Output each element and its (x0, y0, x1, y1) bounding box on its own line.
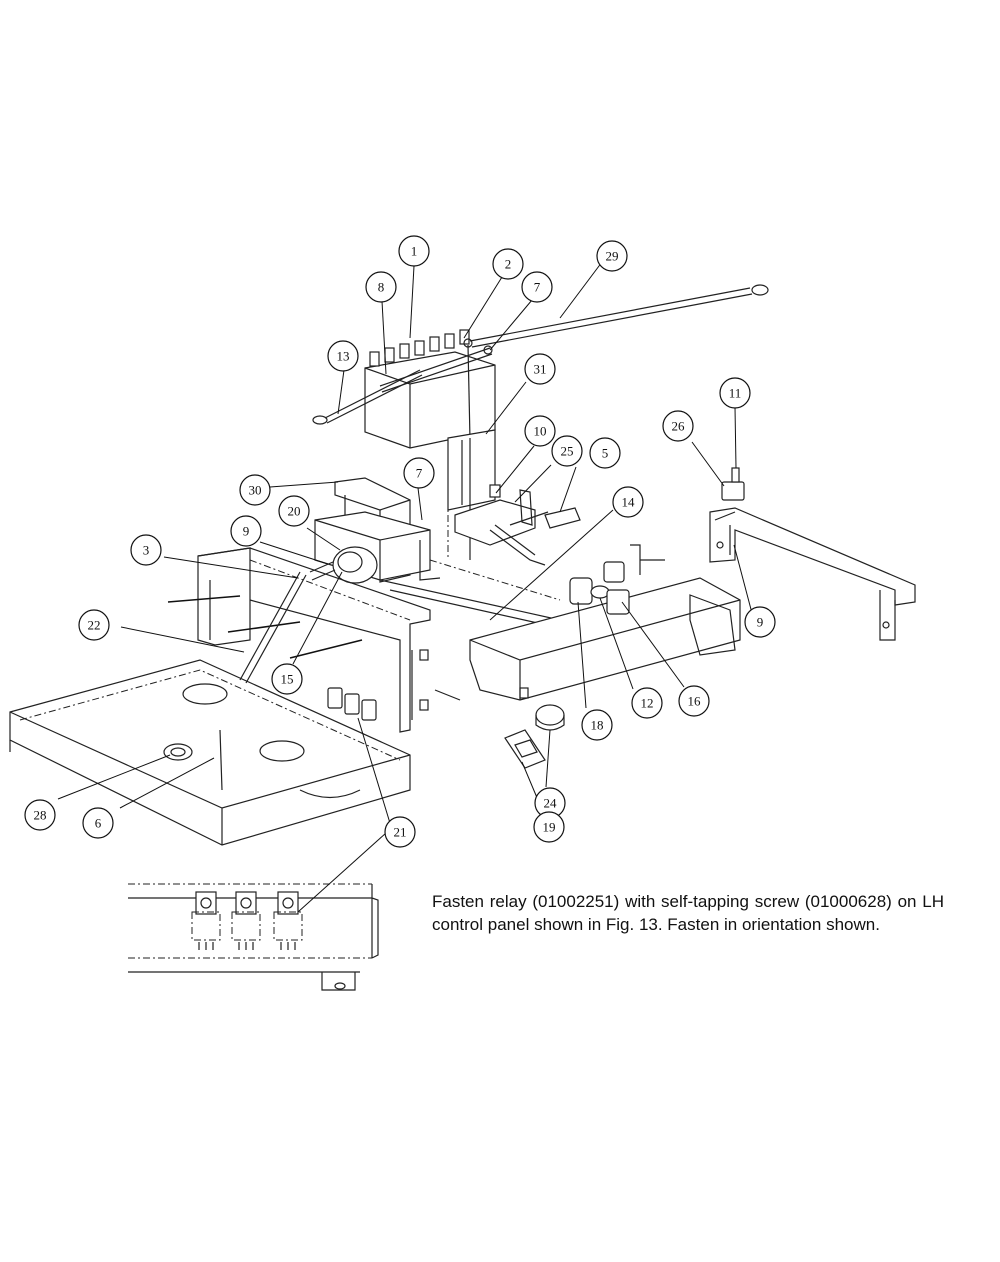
seat-switch-assembly (454, 484, 581, 566)
svg-text:1: 1 (411, 244, 418, 259)
callout-15: 15 (271, 663, 303, 695)
svg-text:9: 9 (243, 524, 250, 539)
svg-text:9: 9 (757, 615, 764, 630)
fuse-holder (163, 743, 193, 761)
svg-text:14: 14 (622, 495, 636, 510)
right-side-bracket (709, 507, 916, 641)
floor-pan (9, 659, 411, 846)
svg-text:19: 19 (543, 820, 556, 835)
callout-5: 5 (589, 437, 621, 469)
callout-2: 2 (492, 248, 524, 280)
svg-text:28: 28 (34, 808, 47, 823)
callout-31: 31 (524, 353, 556, 385)
callout-22: 22 (78, 609, 110, 641)
rear-frame-left (197, 547, 431, 733)
svg-text:21: 21 (394, 825, 407, 840)
callout-8: 8 (365, 271, 397, 303)
battery-cable-short (312, 369, 423, 425)
svg-text:20: 20 (288, 504, 301, 519)
svg-text:7: 7 (416, 466, 423, 481)
relay-switch (721, 467, 745, 501)
mounting-plate (504, 729, 546, 769)
svg-text:12: 12 (641, 696, 654, 711)
svg-text:30: 30 (249, 483, 262, 498)
callout-11: 11 (719, 377, 751, 409)
callout-7-middle: 7 (403, 457, 435, 489)
svg-text:31: 31 (534, 362, 547, 377)
svg-text:29: 29 (606, 249, 619, 264)
callout-20: 20 (278, 495, 310, 527)
center-frame (379, 559, 561, 629)
battery-cable-long (469, 284, 769, 348)
panel-switches (569, 544, 665, 615)
callout-10: 10 (524, 415, 556, 447)
callout-9-left: 9 (230, 515, 262, 547)
svg-text:16: 16 (688, 694, 702, 709)
callout-6: 6 (82, 807, 114, 839)
svg-text:2: 2 (505, 257, 512, 272)
decal-strip (219, 729, 223, 791)
svg-text:6: 6 (95, 816, 102, 831)
callout-30: 30 (239, 474, 271, 506)
callout-18: 18 (581, 709, 613, 741)
svg-text:5: 5 (602, 446, 609, 461)
svg-text:10: 10 (534, 424, 547, 439)
callout-3: 3 (130, 534, 162, 566)
hour-meter (535, 704, 565, 731)
svg-text:18: 18 (591, 718, 604, 733)
starter-solenoid (309, 546, 378, 584)
svg-text:3: 3 (143, 543, 150, 558)
callout-14: 14 (612, 486, 644, 518)
control-panel (469, 577, 741, 701)
relay-orientation-detail (128, 883, 379, 991)
wire-harness (167, 571, 461, 701)
svg-text:24: 24 (544, 796, 558, 811)
callout-29: 29 (596, 240, 628, 272)
svg-text:8: 8 (378, 280, 385, 295)
callout-7-top: 7 (521, 271, 553, 303)
svg-text:26: 26 (672, 419, 686, 434)
callout-9-right: 9 (744, 606, 776, 638)
battery (364, 329, 496, 449)
battery-support-bracket (447, 429, 496, 560)
callout-1: 1 (398, 235, 430, 267)
callout-26: 26 (662, 410, 694, 442)
relay-block (327, 687, 377, 721)
callout-13: 13 (327, 340, 359, 372)
svg-text:15: 15 (281, 672, 294, 687)
callout-21: 21 (384, 816, 416, 848)
callout-28: 28 (24, 799, 56, 831)
svg-text:13: 13 (337, 349, 350, 364)
svg-text:22: 22 (88, 618, 101, 633)
installation-note: Fasten relay (01002251) with self-tappin… (432, 892, 944, 934)
svg-text:25: 25 (561, 444, 574, 459)
svg-text:11: 11 (729, 386, 742, 401)
svg-text:7: 7 (534, 280, 541, 295)
callout-25: 25 (551, 435, 583, 467)
callout-19: 19 (533, 811, 565, 843)
callout-24: 24 (534, 787, 566, 819)
callout-16: 16 (678, 685, 710, 717)
callout-12: 12 (631, 687, 663, 719)
